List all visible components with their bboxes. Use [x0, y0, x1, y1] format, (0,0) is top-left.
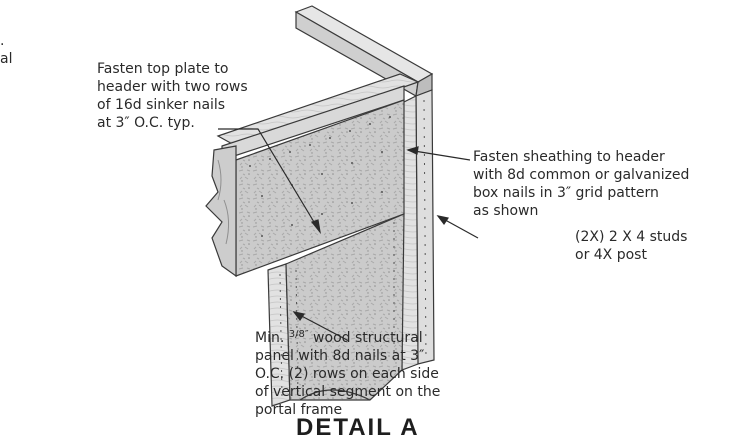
callout-top-plate: Fasten top plate to header with two rows… — [97, 60, 248, 132]
arrow-studs — [436, 215, 449, 226]
callout-studs: (2X) 2 X 4 studs or 4X post — [575, 228, 687, 264]
callout-line: Fasten top plate to — [97, 61, 229, 77]
callout-line: box nails in 3″ grid pattern — [473, 185, 659, 201]
wall-segment — [267, 213, 405, 407]
callout-line: (2X) 2 X 4 studs — [575, 229, 688, 245]
callout-line: Fasten sheathing to header — [473, 149, 665, 165]
callout-line: of 16d sinker nails — [97, 97, 226, 113]
arrow-top-plate — [310, 219, 321, 235]
leader-lines — [218, 128, 479, 341]
detail-title: DETAIL A — [296, 414, 420, 441]
callout-line: of vertical segment on the — [255, 384, 441, 400]
callout-line: as shown — [473, 203, 539, 219]
edge-fragment-line-1: . — [0, 33, 5, 49]
callout-line: panel with 8d nails at 3″ — [255, 348, 425, 364]
callout-line: O.C. (2) rows on each side — [255, 366, 439, 382]
callout-line: header with two rows — [97, 79, 248, 95]
panel-line1-rest: wood structural — [313, 330, 423, 346]
callout-line: with 8d common or galvanized — [473, 167, 690, 183]
panel-prefix: Min. — [255, 330, 285, 346]
arrow-sheathing — [406, 146, 419, 155]
callout-line: or 4X post — [575, 247, 647, 263]
callout-panel-first-line: Min. 3/8″ wood structural — [255, 326, 440, 347]
callout-line: portal frame — [255, 402, 343, 418]
leader-sheathing — [407, 149, 471, 161]
callout-panel: Min. 3/8″ wood structural panel with 8d … — [255, 326, 440, 419]
callout-sheathing: Fasten sheathing to header with 8d commo… — [473, 148, 689, 220]
edge-fragment-line-2: al — [0, 51, 13, 67]
arrow-panel — [292, 311, 305, 322]
callout-line: at 3″ O.C. typ. — [97, 115, 195, 131]
leader-top-plate — [218, 128, 321, 233]
panel-fraction: 3/8″ — [288, 329, 309, 340]
edge-text-fragment: . al — [0, 32, 12, 68]
cap-plate — [294, 5, 434, 97]
